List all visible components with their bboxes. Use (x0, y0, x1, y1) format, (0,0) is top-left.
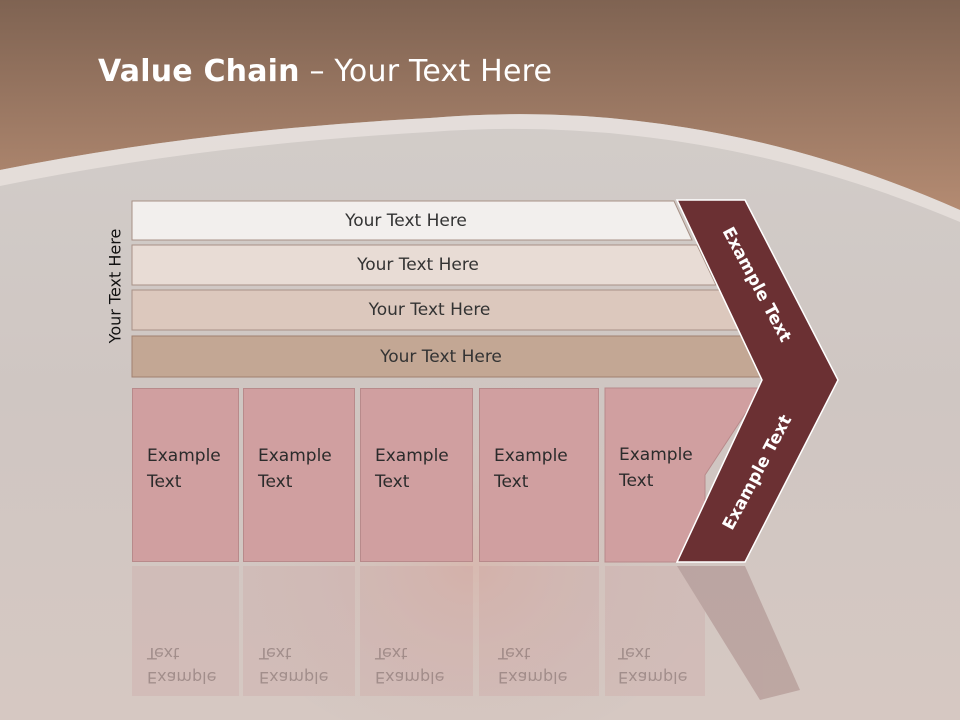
bar-4-label: Your Text Here (380, 346, 502, 367)
svg-text:Text: Text (258, 644, 291, 663)
svg-text:Example: Example (618, 668, 687, 687)
cell-3[interactable]: Example Text (360, 388, 473, 562)
chevron-arrow (675, 199, 839, 563)
cell-5-line1: Example (619, 445, 693, 465)
svg-text:Text: Text (497, 644, 530, 663)
cell-4-line2: Text (494, 472, 529, 492)
bar-3[interactable]: Your Text Here (132, 290, 739, 330)
bar-3-label: Your Text Here (368, 300, 491, 320)
reflection-text: Example Text Example Text Example Text Exam… (146, 644, 687, 687)
svg-text:Example: Example (498, 668, 567, 687)
cell-2[interactable]: Example Text (243, 388, 355, 562)
cell-1-line1: Example (147, 446, 221, 466)
svg-text:Text: Text (617, 644, 650, 663)
cell-2-line1: Example (258, 446, 332, 466)
cell-4[interactable]: Example Text (479, 388, 599, 562)
svg-text:Example: Example (259, 668, 328, 687)
svg-text:Text: Text (146, 644, 179, 663)
svg-text:Text: Text (374, 644, 407, 663)
cell-5[interactable]: Example Text (605, 388, 705, 562)
cell-1[interactable]: Example Text (132, 388, 239, 562)
bar-shape-1 (131, 200, 693, 241)
bar-shape-2 (131, 244, 717, 286)
cell-4-line1: Example (494, 446, 568, 466)
cell-5-line2: Text (619, 471, 654, 491)
cell-3-line1: Example (375, 446, 449, 466)
bar-2-label: Your Text Here (357, 255, 479, 275)
title-bold: Value Chain (98, 54, 300, 89)
bar-1[interactable]: Your Text Here (132, 201, 692, 240)
bar-4[interactable]: Your Text Here (132, 336, 762, 377)
svg-text:Example: Example (375, 668, 444, 687)
bar-1-label: Your Text Here (345, 210, 467, 231)
reflection (132, 566, 800, 700)
title-rest: – Your Text Here (299, 54, 553, 89)
slide-title: Value Chain – Your Text Here (98, 54, 552, 89)
bar-2[interactable]: Your Text Here (132, 245, 716, 285)
cell-2-line2: Text (258, 472, 293, 492)
cell-1-line2: Text (147, 472, 182, 492)
svg-text:Example: Example (147, 668, 216, 687)
cell-3-line2: Text (375, 472, 410, 492)
